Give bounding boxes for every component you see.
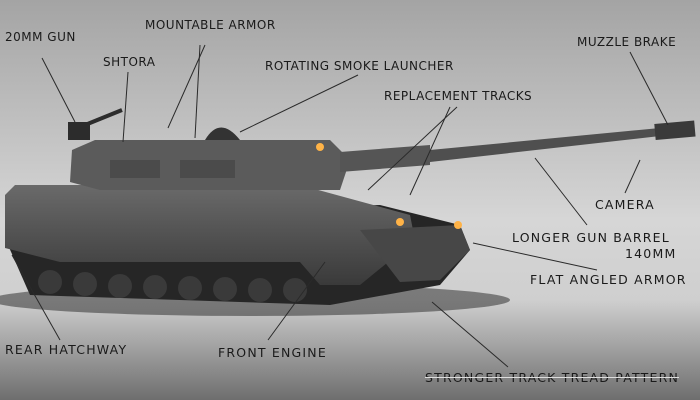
label-shtora: SHTORA — [103, 55, 156, 69]
hull — [5, 185, 415, 285]
front-armor — [360, 225, 470, 282]
label-camera: CAMERA — [595, 197, 655, 212]
label-front-engine: FRONT ENGINE — [218, 345, 327, 360]
tank — [5, 108, 696, 305]
smoke-launcher — [205, 127, 240, 140]
label-mountable-armor: MOUNTABLE ARMOR — [145, 18, 276, 32]
label-flat-angled-armor: FLAT ANGLED ARMOR — [530, 272, 687, 287]
machine-gun — [68, 122, 90, 140]
label-muzzle-brake: MUZZLE BRAKE — [577, 35, 677, 49]
leader-lines — [11, 44, 669, 368]
label-rear-hatchway: REAR HATCHWAY — [5, 342, 128, 357]
label-longer-gun-barrel: LONGER GUN BARREL — [512, 230, 670, 245]
label-gun-caliber: 140MM — [625, 246, 677, 261]
muzzle-brake-part — [654, 120, 696, 140]
label-rotating-smoke-launcher: ROTATING SMOKE LAUNCHER — [265, 59, 454, 73]
gun-barrel — [430, 128, 660, 162]
label-replacement-tracks: REPLACEMENT TRACKS — [384, 89, 533, 103]
label-20mm-gun: 20MM GUN — [5, 30, 76, 44]
label-stronger-track-tread-pattern: STRONGER TRACK TREAD PATTERN — [425, 370, 680, 385]
gun-mantlet — [340, 145, 430, 172]
